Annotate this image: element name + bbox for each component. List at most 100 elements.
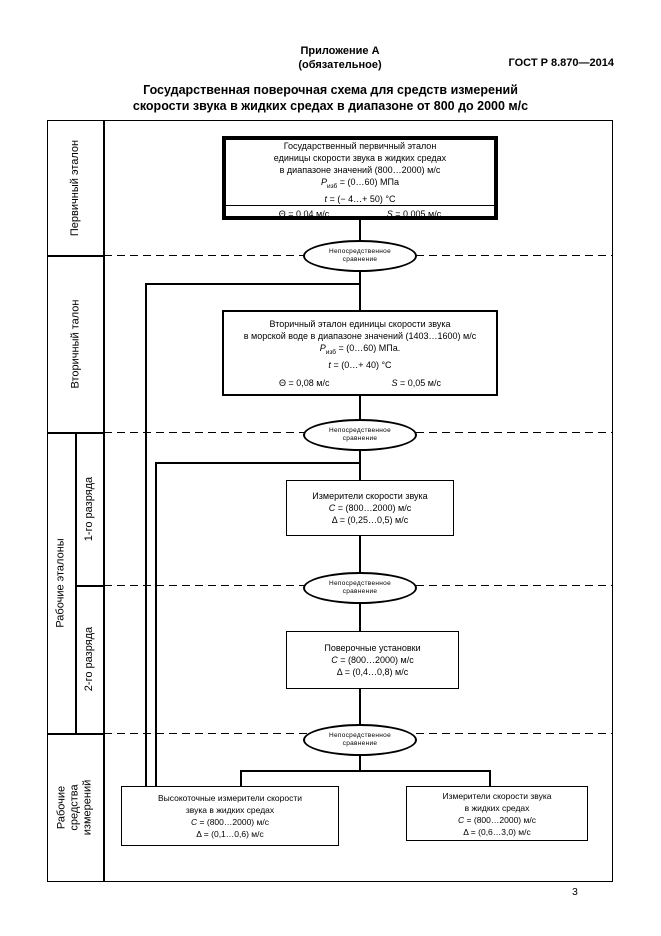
sidebar-rank1-label: 1-го разряда <box>83 476 95 541</box>
temperature-value: = (0…+ 40) °С <box>330 359 392 370</box>
comparison3-line2: сравнение <box>342 588 378 595</box>
primary-pressure: Pизб = (0…60) МПа <box>226 176 494 193</box>
rank1-delta: Δ = (0,25…0,5) м/с <box>331 515 409 525</box>
comparison-ellipse-4: Непосредственное сравнение <box>303 724 417 756</box>
primary-temperature: t = (− 4…+ 50) °С <box>226 193 494 205</box>
bypass1-vertical <box>145 283 147 786</box>
comparison1-line1: Непосредственное <box>328 248 391 255</box>
sidebar-working-instruments: Рабочие средства измерений <box>47 733 103 881</box>
row-separator-1 <box>47 255 104 257</box>
scheme-title-line1: Государственная поверочная схема для сре… <box>143 83 518 97</box>
instruments-range: C = (800…2000) м/с <box>407 814 587 826</box>
comparison1-line2: сравнение <box>342 256 378 263</box>
c-value: = (800…2000) м/с <box>335 503 412 513</box>
row-separator-2 <box>47 432 104 434</box>
primary-line1: Государственный первичный эталон <box>283 141 437 151</box>
sidebar-working-instruments-label: Рабочие средства измерений <box>55 779 94 835</box>
bypass2-vertical <box>155 462 157 786</box>
standard-number: ГОСТ Р 8.870—2014 <box>508 57 614 69</box>
c-symbol: C <box>191 817 198 827</box>
rank2-line1: Поверочные установки <box>324 643 421 653</box>
scheme-title: Государственная поверочная схема для сре… <box>0 82 661 114</box>
row-separator-rank <box>75 585 104 587</box>
pressure-value: = (0…60) МПа. <box>336 343 401 353</box>
sidebar-primary-standard: Первичный эталон <box>47 120 103 255</box>
s-value: = 0,05 м/с <box>397 378 441 388</box>
scheme-title-line2: скорости звука в жидких средах в диапазо… <box>132 99 529 113</box>
rank1-standards-box: Измерители скорости звука C = (800…2000)… <box>286 480 454 536</box>
sidebar-main-divider <box>103 120 105 882</box>
c-symbol: C <box>328 503 336 513</box>
rank2-delta: Δ = (0,4…0,8) м/с <box>336 667 409 677</box>
diagram-frame <box>47 120 613 882</box>
sidebar-working-standards: Рабочие эталоны <box>47 432 75 733</box>
secondary-standard-description: Вторичный эталон единицы скорости звука … <box>224 312 496 371</box>
secondary-pressure: Pизб = (0…60) МПа. <box>224 342 496 359</box>
primary-standard-description: Государственный первичный эталон единицы… <box>226 140 494 205</box>
s-symbol: S <box>391 378 398 388</box>
c-value: = (800…2000) м/с <box>337 655 414 665</box>
primary-standard-box: Государственный первичный эталон единицы… <box>222 136 498 220</box>
comparison4-line1: Непосредственное <box>328 732 391 739</box>
c-symbol: C <box>458 814 465 825</box>
primary-uncertainty-row: Θ = 0,04 м/с S = 0,005 м/с <box>226 206 494 222</box>
row-separator-3 <box>47 733 104 735</box>
sidebar-rank1: 1-го разряда <box>75 432 103 585</box>
pressure-symbol: P <box>319 343 326 353</box>
comparison2-line2: сравнение <box>342 435 378 442</box>
primary-uncertainty-separator <box>226 204 494 206</box>
appendix-header: Приложение А (обязательное) <box>190 44 490 72</box>
bypass1-stub <box>145 283 360 285</box>
s-symbol: S <box>386 208 393 219</box>
comparison-ellipse-3: Непосредственное сравнение <box>303 572 417 604</box>
c-value: = (800…2000) м/с <box>197 817 269 827</box>
secondary-line1: Вторичный эталон единицы скорости звука <box>269 319 451 329</box>
primary-line2: единицы скорости звука в жидких средах <box>273 153 447 163</box>
secondary-temperature: t = (0…+ 40) °С <box>224 359 496 371</box>
connector-branch-left <box>240 770 242 787</box>
precision-line2: звука в жидких средах <box>185 805 275 815</box>
temperature-symbol: t <box>324 193 328 204</box>
connector-branch-right <box>489 770 491 787</box>
connector-branch-horizontal <box>240 770 490 772</box>
appendix-title: Приложение А <box>300 45 380 57</box>
instruments-line2: в жидких средах <box>464 802 530 813</box>
primary-line3: в диапазоне значений (800…2000) м/с <box>279 165 441 175</box>
precision-line1: Высокоточные измерители скорости <box>157 793 302 803</box>
sidebar-rank2: 2-го разряда <box>75 585 103 733</box>
comparison3-line1: Непосредственное <box>328 580 391 587</box>
comparison4-line2: сравнение <box>342 740 378 747</box>
sidebar-rank2-label: 2-го разряда <box>83 626 95 692</box>
instruments-line1: Измерители скорости звука <box>442 790 552 801</box>
secondary-standard-box: Вторичный эталон единицы скорости звука … <box>222 310 498 396</box>
s-value: = 0,005 м/с <box>392 208 442 219</box>
sidebar-secondary-label: Вторичный талон <box>69 299 82 388</box>
secondary-line2: в морской воде в диапазоне значений (140… <box>243 331 477 341</box>
sidebar-primary-label: Первичный эталон <box>69 139 81 236</box>
secondary-theta: Θ = 0,08 м/с <box>279 378 330 388</box>
secondary-s: S = 0,05 м/с <box>391 377 440 389</box>
temperature-symbol: t <box>328 359 331 370</box>
appendix-note: (обязательное) <box>298 59 382 71</box>
secondary-uncertainty-row: Θ = 0,08 м/с S = 0,05 м/с <box>224 375 496 394</box>
rank2-range: C = (800…2000) м/с <box>287 654 458 666</box>
rank-column-divider <box>75 432 77 733</box>
precision-range: C = (800…2000) м/с <box>122 816 338 828</box>
rank1-line1: Измерители скорости звука <box>312 491 428 501</box>
primary-s: S = 0,005 м/с <box>387 208 441 220</box>
sidebar-secondary-standard: Вторичный талон <box>47 255 103 432</box>
comparison-ellipse-2: Непосредственное сравнение <box>303 419 417 451</box>
rank1-range: C = (800…2000) м/с <box>287 502 453 514</box>
pressure-subscript: изб <box>327 182 338 190</box>
page-number: 3 <box>572 886 578 898</box>
pressure-subscript: изб <box>325 348 337 356</box>
bypass2-stub <box>155 462 360 464</box>
instruments-delta: Δ = (0,6…3,0) м/с <box>463 826 531 837</box>
pressure-value: = (0…60) МПа <box>337 177 400 187</box>
primary-theta: Θ = 0,04 м/с <box>278 208 330 219</box>
comparison2-line1: Непосредственное <box>328 427 391 434</box>
precision-delta: Δ = (0,1…0,6) м/с <box>196 829 264 839</box>
pressure-symbol: P <box>320 177 327 187</box>
rank2-standards-box: Поверочные установки C = (800…2000) м/с … <box>286 631 459 689</box>
precision-instruments-box: Высокоточные измерители скорости звука в… <box>121 786 339 846</box>
